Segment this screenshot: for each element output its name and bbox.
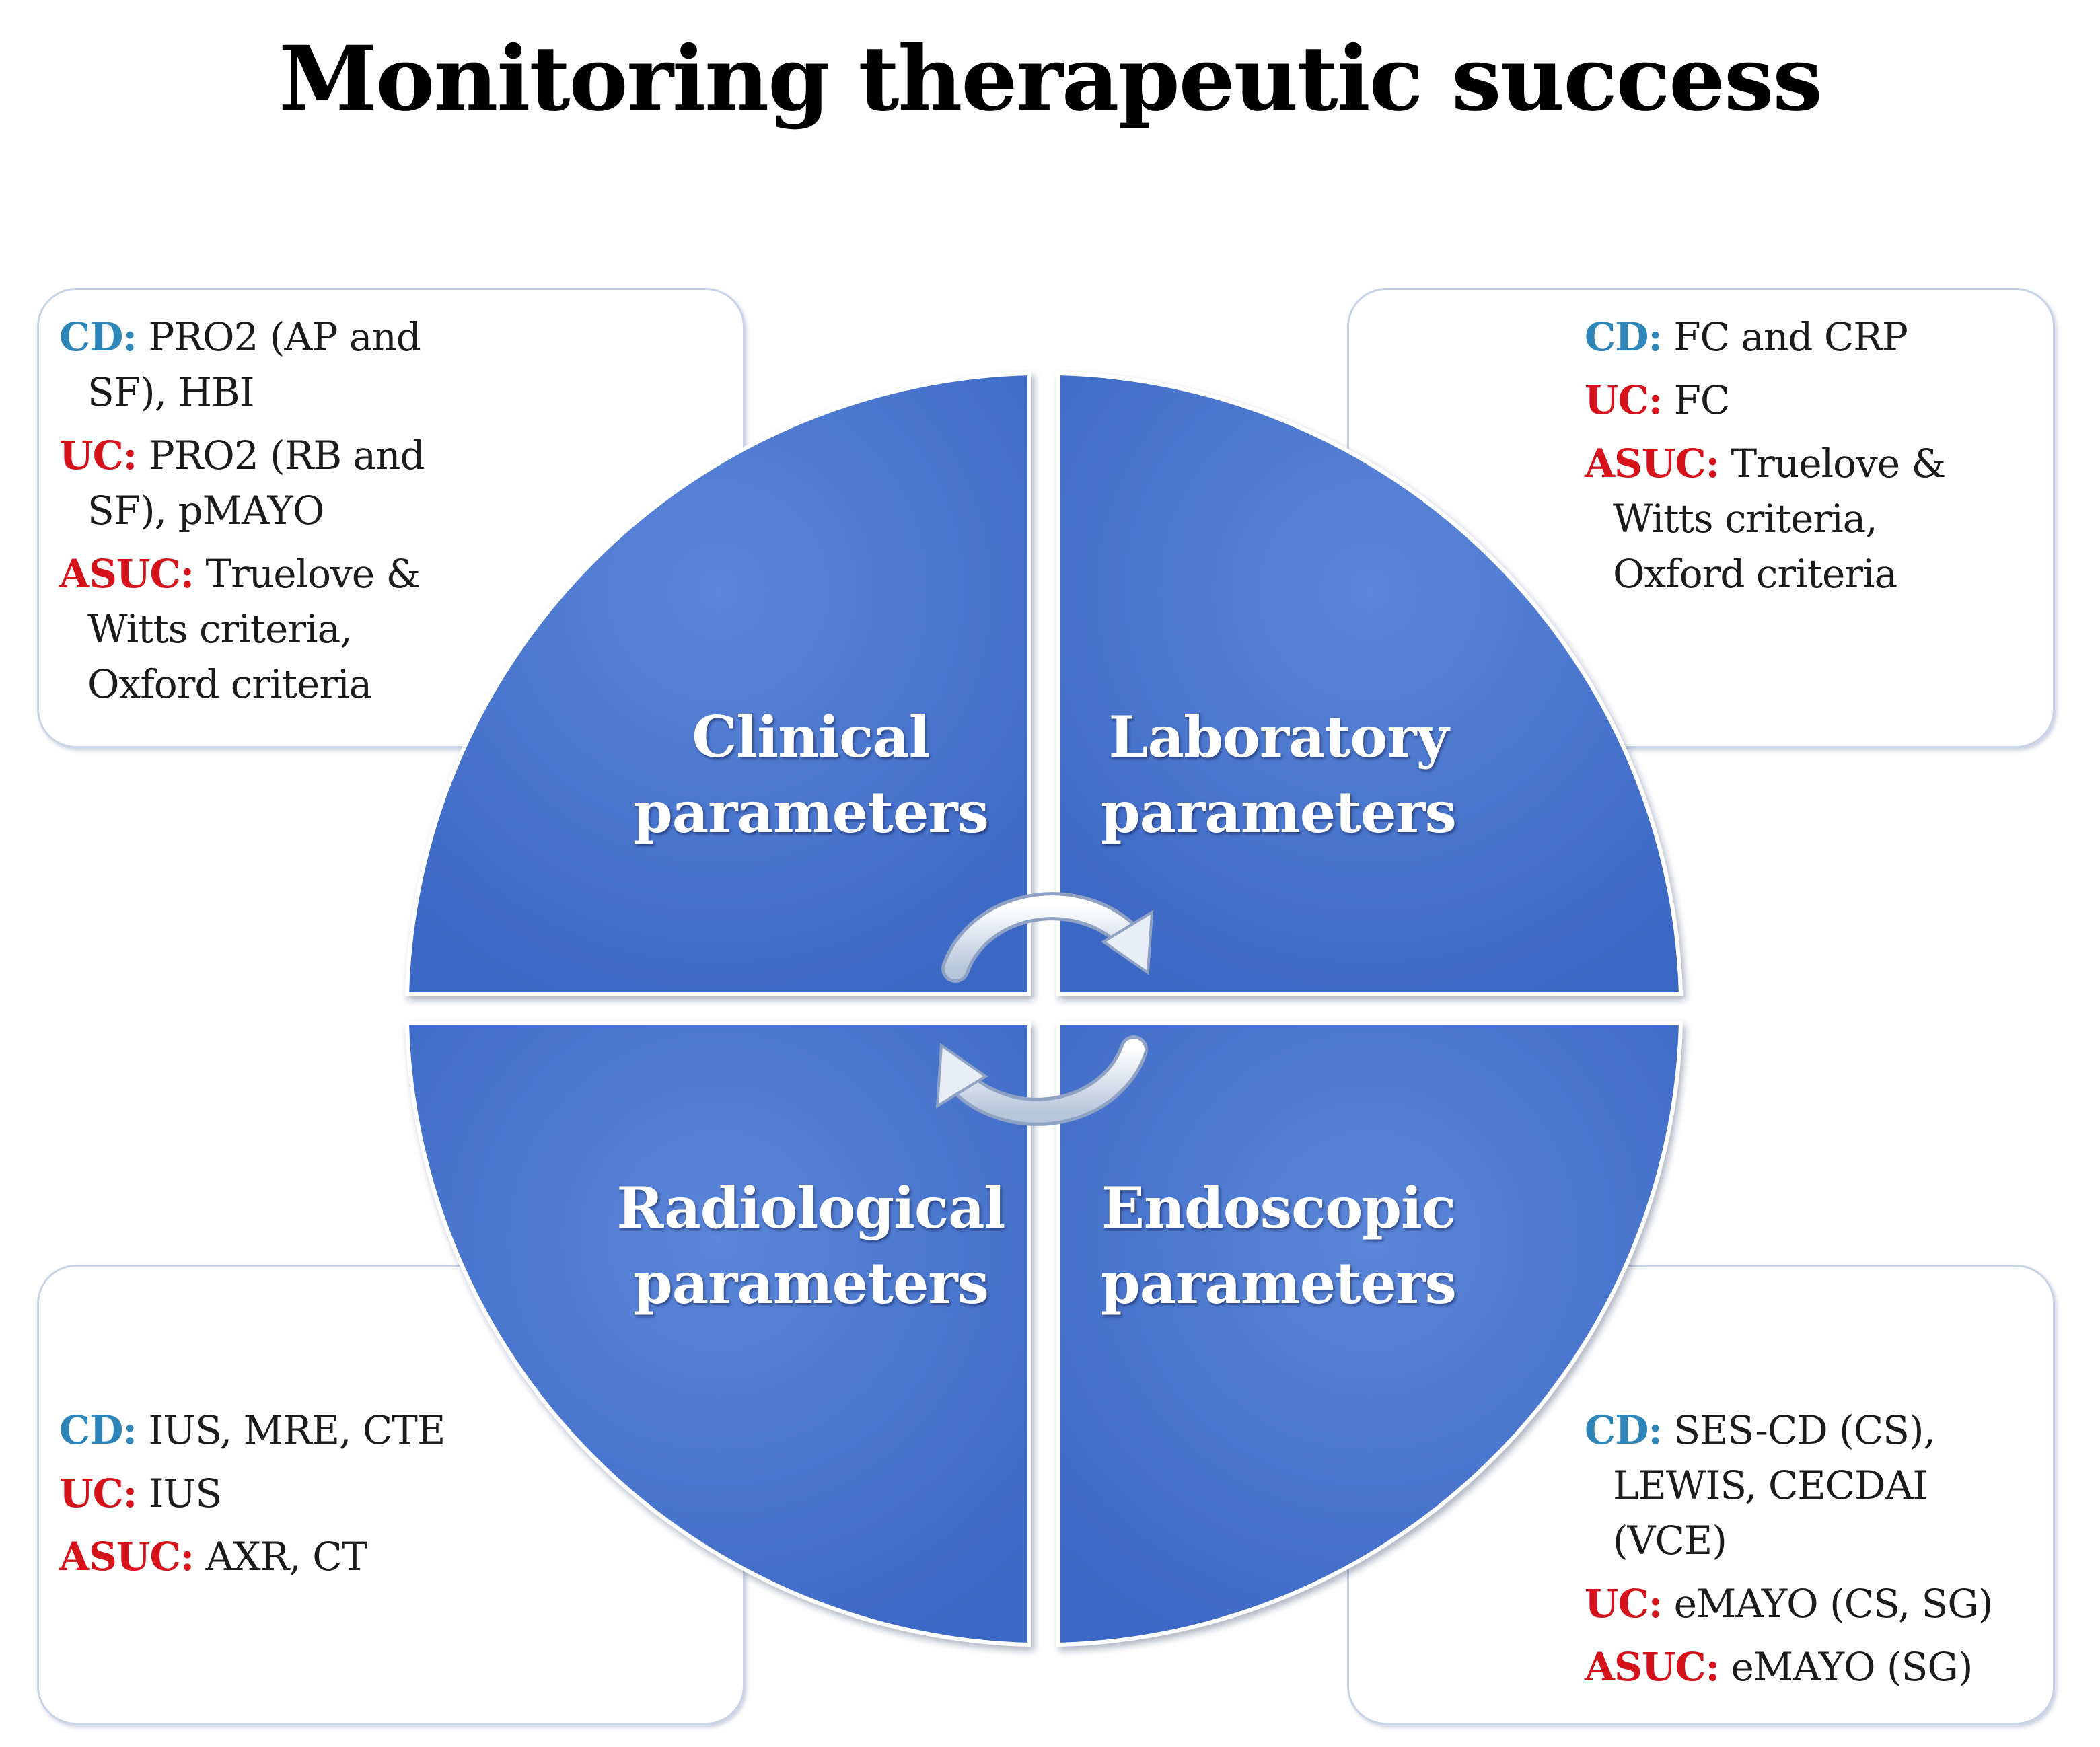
uc-label: UC: <box>1585 1581 1663 1627</box>
endoscopic-uc-entry: UC: eMAYO (CS, SG) <box>1585 1576 1994 1631</box>
uc-label: UC: <box>59 1471 137 1516</box>
entry-text: PRO2 (RB and <box>148 433 425 478</box>
quadrant-label-line1: Endoscopic <box>1101 1175 1456 1241</box>
quadrant-endoscopic <box>1056 1021 1683 1647</box>
entry-continuation: Oxford criteria <box>1613 551 1897 597</box>
cycle-arrow-bottom-icon <box>935 1035 1148 1126</box>
clinical-box-text: CD: PRO2 (AP and SF), HBI UC: PRO2 (RB a… <box>59 309 425 720</box>
asuc-label: ASUC: <box>1585 1644 1720 1690</box>
quadrant-label-clinical: Clinical parameters <box>575 700 1046 850</box>
uc-label: UC: <box>59 433 137 478</box>
quadrant-label-line2: parameters <box>1101 1250 1457 1316</box>
entry-text: IUS, MRE, CTE <box>148 1407 445 1453</box>
entry-text: Truelove & <box>1731 441 1946 486</box>
quadrant-label-line1: Laboratory <box>1108 704 1449 770</box>
entry-continuation: SF), pMAYO <box>87 488 324 533</box>
quadrant-laboratory <box>1056 371 1683 996</box>
entry-continuation: Witts criteria, <box>1613 496 1878 542</box>
asuc-label: ASUC: <box>59 551 194 597</box>
entry-continuation: Oxford criteria <box>87 661 372 707</box>
asuc-label: ASUC: <box>59 1534 194 1579</box>
cd-label: CD: <box>1585 1407 1663 1453</box>
radiological-cd-entry: CD: IUS, MRE, CTE <box>59 1403 445 1458</box>
asuc-label: ASUC: <box>1585 441 1720 486</box>
clinical-asuc-entry: ASUC: Truelove & Witts criteria, Oxford … <box>59 546 425 712</box>
entry-text: FC <box>1673 377 1731 423</box>
endoscopic-asuc-entry: ASUC: eMAYO (SG) <box>1585 1639 1992 1695</box>
cd-label: CD: <box>59 314 137 360</box>
entry-continuation: SF), HBI <box>87 369 255 415</box>
quadrant-label-line2: parameters <box>633 1250 989 1316</box>
laboratory-uc-entry: UC: FC <box>1585 373 1945 428</box>
entry-continuation: LEWIS, CECDAI <box>1613 1462 1928 1508</box>
laboratory-cd-entry: CD: FC and CRP <box>1585 309 1945 365</box>
quadrant-label-line2: parameters <box>1101 779 1457 846</box>
entry-continuation: Witts criteria, <box>87 606 353 652</box>
entry-text: PRO2 (AP and <box>148 314 421 360</box>
endoscopic-cd-entry: CD: SES-CD (CS), LEWIS, CECDAI (VCE) <box>1585 1403 1992 1568</box>
radiological-asuc-entry: ASUC: AXR, CT <box>59 1529 445 1584</box>
cd-label: CD: <box>1585 314 1663 360</box>
entry-text: AXR, CT <box>205 1534 367 1579</box>
entry-text: Truelove & <box>205 551 421 597</box>
laboratory-box-text: CD: FC and CRP UC: FC ASUC: Truelove & W… <box>1585 309 1946 609</box>
quadrant-label-line2: parameters <box>633 779 989 846</box>
entry-continuation: (VCE) <box>1613 1518 1727 1563</box>
entry-text: eMAYO (SG) <box>1731 1644 1973 1690</box>
clinical-cd-entry: CD: PRO2 (AP and SF), HBI <box>59 309 425 420</box>
entry-text: FC and CRP <box>1673 314 1908 360</box>
cd-label: CD: <box>59 1407 137 1453</box>
entry-text: SES-CD (CS), <box>1673 1407 1936 1453</box>
cycle-arrow-top-icon <box>941 892 1154 983</box>
quadrant-radiological <box>404 1021 1031 1647</box>
radiological-box-text: CD: IUS, MRE, CTE UC: IUS ASUC: AXR, CT <box>59 1403 445 1592</box>
endoscopic-box-text: CD: SES-CD (CS), LEWIS, CECDAI (VCE) UC:… <box>1585 1403 1994 1703</box>
quadrant-label-line1: Radiological <box>616 1175 1006 1241</box>
quadrant-label-endoscopic: Endoscopic parameters <box>1043 1170 1514 1321</box>
page-title: Monitoring therapeutic success <box>279 27 1823 131</box>
clinical-uc-entry: UC: PRO2 (RB and SF), pMAYO <box>59 428 425 538</box>
quadrant-clinical <box>404 371 1031 996</box>
uc-label: UC: <box>1585 377 1663 423</box>
quadrant-label-radiological: Radiological parameters <box>575 1170 1046 1321</box>
laboratory-asuc-entry: ASUC: Truelove & Witts criteria, Oxford … <box>1585 436 1946 601</box>
entry-text: eMAYO (CS, SG) <box>1673 1581 1994 1627</box>
quadrant-label-line1: Clinical <box>692 704 930 770</box>
entry-text: IUS <box>148 1471 223 1516</box>
radiological-uc-entry: UC: IUS <box>59 1466 445 1521</box>
quadrant-label-laboratory: Laboratory parameters <box>1043 700 1514 850</box>
